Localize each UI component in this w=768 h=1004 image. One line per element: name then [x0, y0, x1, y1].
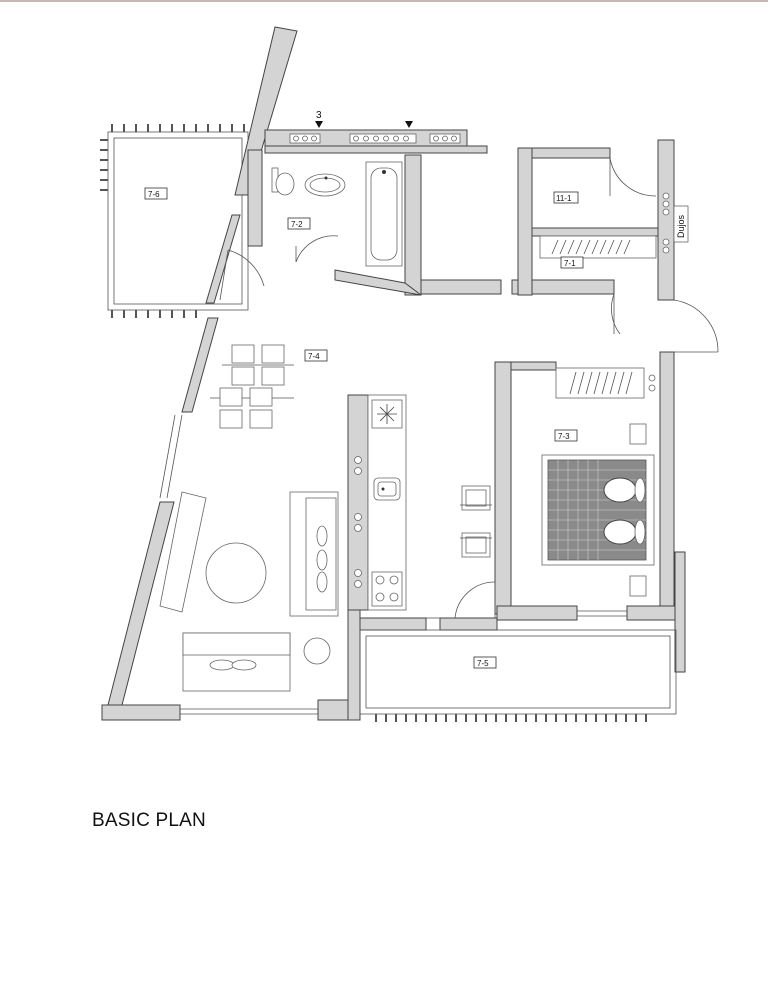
balcony-7-6	[100, 124, 249, 318]
svg-text:7-5: 7-5	[477, 659, 489, 668]
svg-text:11-1: 11-1	[556, 194, 572, 203]
ventilation-shafts	[289, 133, 461, 144]
svg-text:7-4: 7-4	[308, 352, 320, 361]
gas-meter-text: Dujos	[676, 214, 686, 238]
bathroom-fixtures	[271, 161, 403, 267]
room-label-7-2: 7-2	[287, 217, 311, 230]
room-label-7-1: 7-1	[560, 256, 584, 269]
dining-set	[210, 344, 294, 429]
svg-text:7-1: 7-1	[564, 259, 576, 268]
svg-text:7-2: 7-2	[291, 220, 303, 229]
room-label-7-3: 7-3	[554, 429, 578, 442]
terrace-railing	[375, 714, 647, 722]
room-labels: 7-6 7-2 11-1 7-1 7-4 7-3 7-5	[144, 187, 584, 669]
room-label-11-1: 11-1	[553, 191, 579, 204]
living-furniture	[159, 491, 339, 692]
storage-door	[609, 157, 670, 254]
room-label-7-5: 7-5	[473, 656, 497, 669]
bar-stools	[460, 485, 492, 558]
svg-text:7-3: 7-3	[558, 432, 570, 441]
bedroom-door	[426, 581, 496, 619]
room-label-7-4: 7-4	[304, 349, 328, 362]
entrance-doors	[611, 293, 719, 353]
top-rule	[0, 0, 768, 2]
plan-caption: BASIC PLAN	[92, 810, 206, 831]
section-marker-label: 3	[316, 110, 322, 121]
balcony-door	[219, 249, 265, 301]
hall-wardrobe	[539, 235, 657, 259]
section-marker: 3	[315, 110, 413, 128]
room-label-7-6: 7-6	[144, 187, 168, 200]
svg-text:7-6: 7-6	[148, 190, 160, 199]
bedroom-furniture	[541, 367, 656, 597]
kitchen-counter	[354, 394, 407, 611]
bedroom-window	[577, 610, 627, 617]
gas-meter-label: Dujos	[673, 205, 689, 243]
